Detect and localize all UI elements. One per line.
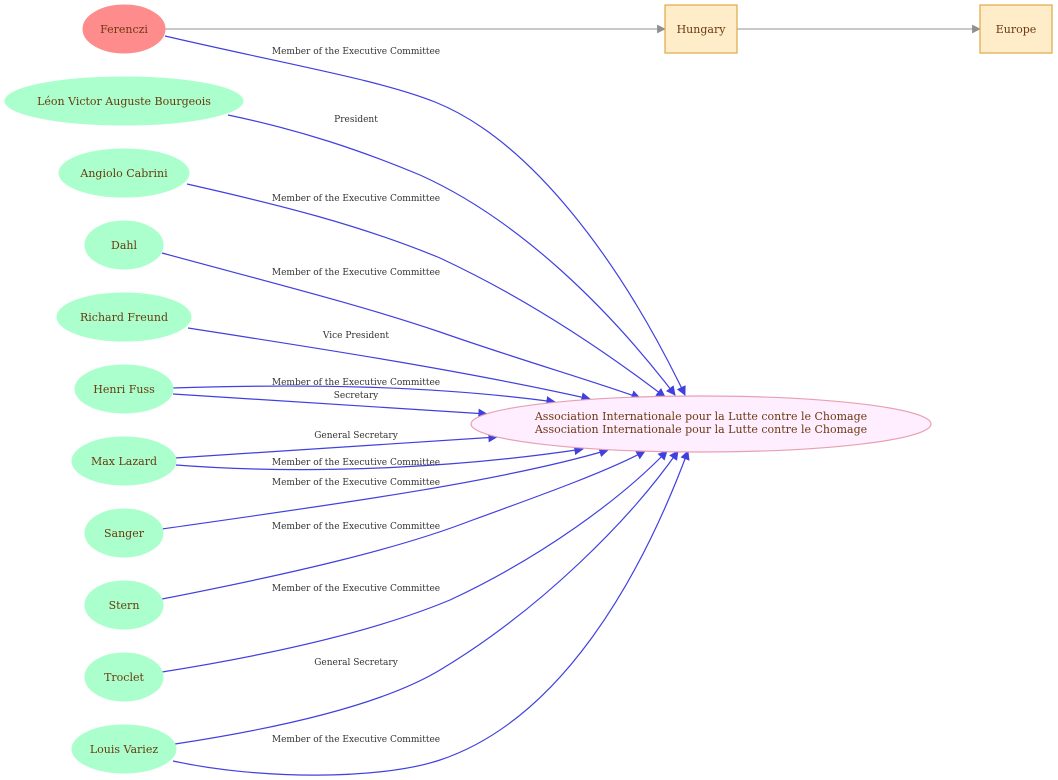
node-fuss[interactable]: Henri Fuss (74, 364, 174, 414)
edge-variez-member-association (172, 450, 690, 776)
node-hungary[interactable]: Hungary (664, 4, 738, 54)
node-ferenczi[interactable]: Ferenczi (82, 4, 166, 54)
edge-label-lazard-member: Member of the Executive Committee (272, 458, 440, 468)
node-stern[interactable]: Stern (84, 580, 164, 630)
edge-fuss-member-association (171, 385, 556, 406)
svg-text:Association Internationale pou: Association Internationale pour la Lutte… (534, 423, 867, 436)
svg-text:Ferenczi: Ferenczi (100, 23, 148, 36)
edge-stern-association (161, 450, 646, 600)
edge-label-variez-general: General Secretary (314, 658, 398, 668)
svg-text:Association Internationale pou: Association Internationale pour la Lutte… (534, 410, 867, 423)
edge-fuss-secretary-association (172, 393, 488, 419)
svg-text:Europe: Europe (996, 23, 1037, 36)
svg-text:Max Lazard: Max Lazard (91, 455, 157, 468)
edge-freund-association (187, 327, 591, 402)
svg-text:Léon Victor Auguste Bourgeois: Léon Victor Auguste Bourgeois (37, 95, 211, 108)
edge-label-dahl: Member of the Executive Committee (272, 268, 440, 278)
edge-label-fuss-secretary: Secretary (334, 391, 379, 401)
edge-lazard-member-association (175, 445, 584, 471)
edge-label-ferenczi: Member of the Executive Committee (272, 47, 440, 57)
node-bourgeois[interactable]: Léon Victor Auguste Bourgeois (4, 76, 244, 126)
edge-label-lazard-general: General Secretary (314, 431, 398, 441)
node-sanger[interactable]: Sanger (84, 508, 164, 558)
edge-troclet-association (161, 450, 668, 673)
edge-lazard-general-association (174, 432, 498, 459)
node-troclet[interactable]: Troclet (84, 652, 164, 702)
svg-text:Dahl: Dahl (111, 239, 137, 252)
svg-text:Angiolo Cabrini: Angiolo Cabrini (79, 167, 168, 180)
node-association[interactable]: Association Internationale pour la Lutte… (470, 395, 932, 453)
edge-cabrini-association (186, 183, 666, 398)
edge-label-cabrini: Member of the Executive Committee (272, 194, 440, 204)
edge-dahl-association (161, 252, 641, 400)
edge-label-stern: Member of the Executive Committee (272, 522, 440, 532)
edge-label-freund: Vice President (322, 331, 390, 341)
node-europe[interactable]: Europe (979, 4, 1053, 54)
edge-label-variez-member: Member of the Executive Committee (272, 735, 440, 745)
node-dahl[interactable]: Dahl (84, 220, 164, 270)
svg-text:Louis Variez: Louis Variez (90, 743, 158, 756)
edge-variez-general-association (174, 450, 679, 745)
svg-text:Hungary: Hungary (677, 23, 727, 36)
edge-label-bourgeois: President (334, 115, 378, 125)
node-lazard[interactable]: Max Lazard (71, 436, 177, 486)
node-variez[interactable]: Louis Variez (71, 724, 177, 774)
edge-sanger-association (161, 447, 609, 530)
svg-text:Richard Freund: Richard Freund (80, 311, 168, 324)
node-cabrini[interactable]: Angiolo Cabrini (58, 148, 190, 198)
svg-text:Sanger: Sanger (104, 527, 145, 540)
edge-label-sanger: Member of the Executive Committee (272, 478, 440, 488)
edge-bourgeois-association (227, 114, 676, 396)
svg-text:Stern: Stern (109, 599, 140, 612)
node-freund[interactable]: Richard Freund (56, 292, 192, 342)
edge-label-fuss-member: Member of the Executive Committee (272, 378, 440, 388)
edge-ferenczi-association (164, 35, 686, 396)
svg-text:Henri Fuss: Henri Fuss (93, 383, 155, 396)
edge-label-troclet: Member of the Executive Committee (272, 584, 440, 594)
svg-text:Troclet: Troclet (104, 671, 144, 684)
